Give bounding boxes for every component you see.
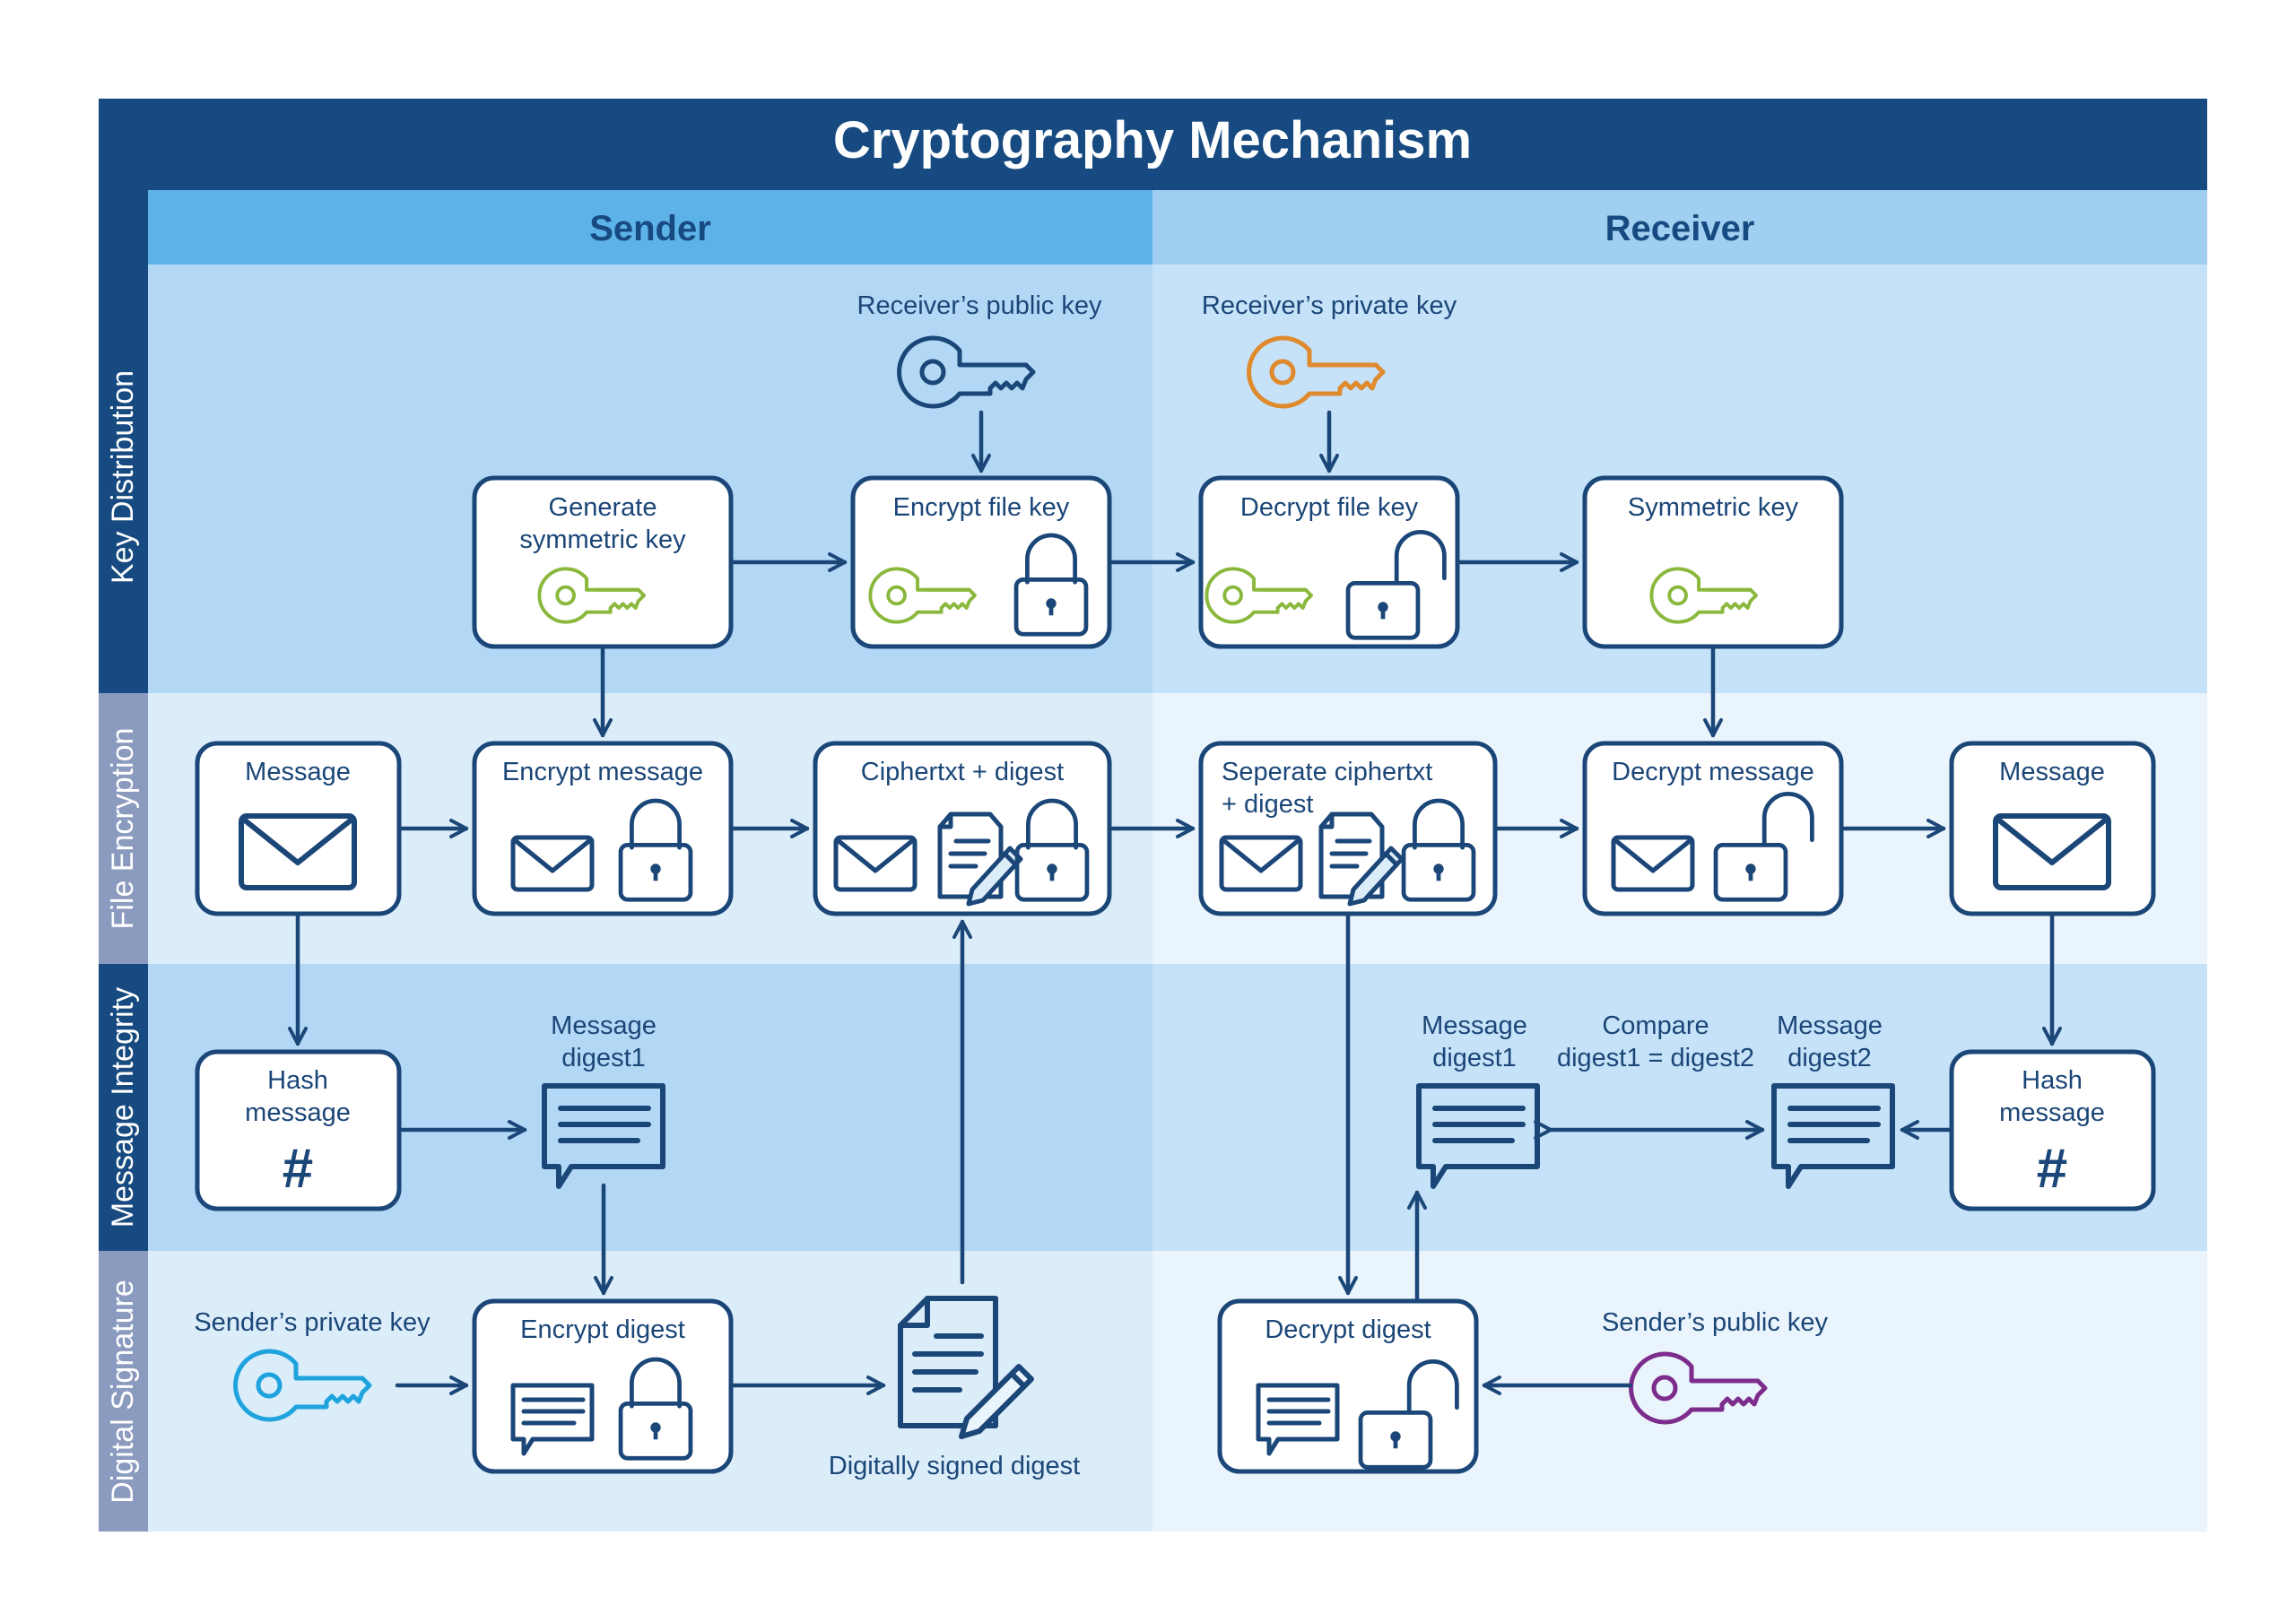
compare-line1: Compare [1602,1011,1709,1040]
symmetric-key-label: Symmetric key [1628,493,1799,522]
sender-private-key-label: Sender’s private key [194,1308,430,1337]
encrypt-message-box: Encrypt message [472,741,734,916]
encrypt-file-key-label: Encrypt file key [893,493,1070,522]
lane-strip-digital-signature [99,1251,148,1532]
decrypt-file-key-label: Decrypt file key [1240,493,1419,522]
decrypt-digest-box: Decrypt digest [1217,1298,1479,1474]
lane-label-digital-signature: Digital Signature [106,1280,140,1503]
encrypt-message-label: Encrypt message [502,758,703,786]
lane-label-file-encryption: File Encryption [106,728,140,930]
message-receiver-label: Message [1999,758,2105,786]
lane-strip-file-encryption [99,693,148,964]
hash-receiver-line2: message [1999,1098,2105,1127]
lane-strip-message-integrity [99,964,148,1251]
lane-label-key-distribution: Key Distribution [106,370,140,584]
diagram-title: Cryptography Mechanism [833,111,1472,169]
digest2-receiver-line2: digest2 [1787,1044,1872,1072]
title-bar [99,99,2207,190]
decrypt-message-box: Decrypt message [1582,741,1844,916]
ciphertext-digest-box: Ciphertxt + digest [813,741,1112,916]
message-sender-box: Message [195,741,402,916]
sender-header-label: Sender [589,209,711,248]
arrows [288,410,2062,1395]
lane-label-message-integrity: Message Integrity [106,987,140,1228]
hash-icon: # [283,1138,313,1200]
encrypt-file-key-box: Encrypt file key [850,475,1112,649]
sender-header [148,190,1152,265]
hash-icon: # [2037,1138,2067,1200]
receiver-private-key-label: Receiver’s private key [1202,291,1457,320]
separate-ciphertext-line2: + digest [1222,790,1313,819]
digitally-signed-digest-label: Digitally signed digest [829,1452,1080,1480]
receiver-header-label: Receiver [1605,209,1755,248]
digest1-receiver-line2: digest1 [1432,1044,1517,1072]
hash-sender-line2: message [245,1098,351,1127]
hash-sender-line1: Hash [267,1066,328,1095]
sender-public-key-label: Sender’s public key [1602,1308,1829,1337]
digest1-sender-line2: digest1 [561,1044,646,1072]
generate-symmetric-key-line2: symmetric key [519,525,686,554]
message-sender-label: Message [245,758,351,786]
decrypt-file-key-box: Decrypt file key [1198,475,1460,649]
digest1-sender-line1: Message [551,1011,657,1040]
compare-line2: digest1 = digest2 [1557,1044,1754,1072]
hash-message-receiver-box: Hash message # [1949,1049,2156,1211]
digest2-receiver-line1: Message [1777,1011,1883,1040]
symmetric-key-box: Symmetric key [1582,475,1844,649]
digest1-receiver-line1: Message [1422,1011,1527,1040]
hash-receiver-line1: Hash [2022,1066,2083,1095]
receiver-header [1152,190,2207,265]
generate-symmetric-key-box: Generate symmetric key [472,475,734,649]
decrypt-digest-label: Decrypt digest [1265,1315,1431,1344]
message-receiver-box: Message [1949,741,2156,916]
lane-strip-key-distribution [99,190,148,693]
separate-ciphertext-box: Seperate ciphertxt + digest [1198,741,1498,916]
ciphertext-digest-label: Ciphertxt + digest [861,758,1064,786]
encrypt-digest-label: Encrypt digest [520,1315,685,1344]
receiver-public-key-label: Receiver’s public key [857,291,1102,320]
decrypt-message-label: Decrypt message [1612,758,1814,786]
generate-symmetric-key-line1: Generate [549,493,657,522]
hash-message-sender-box: Hash message # [195,1049,402,1211]
encrypt-digest-box: Encrypt digest [472,1298,734,1474]
separate-ciphertext-line1: Seperate ciphertxt [1222,758,1432,786]
